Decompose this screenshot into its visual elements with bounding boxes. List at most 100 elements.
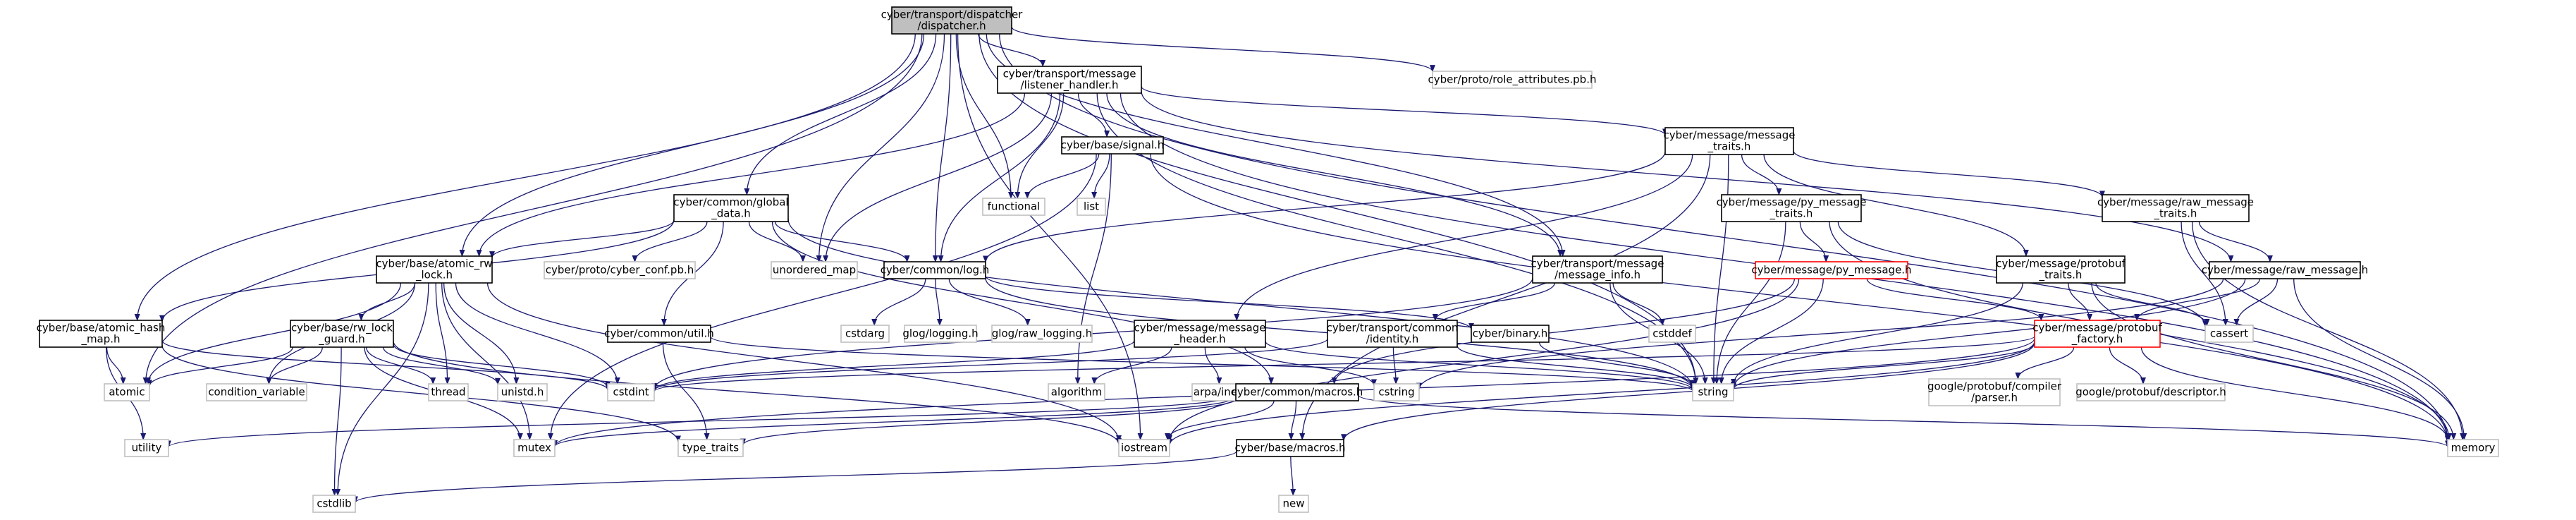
edge-raw_msg_traits-to-raw_message (2198, 221, 2273, 262)
edge-rw_lock_guard-to-iostream (393, 341, 1122, 445)
edge-dispatcher-to-unordered_map (816, 33, 945, 262)
edge-py_msg_traits-to-py_message (1799, 221, 1829, 262)
edge-listener-to-raw_message (1141, 90, 2234, 262)
node-global_data[interactable]: cyber/common/global_data.h (673, 194, 789, 222)
node-identity[interactable]: cyber/transport/common/identity.h (1327, 320, 1459, 348)
node-box-functional (982, 198, 1045, 216)
node-box-listener (997, 66, 1142, 94)
node-string: string (1692, 383, 1734, 401)
node-label-cassert-0: cassert (2210, 327, 2248, 340)
node-box-cstddef (1648, 325, 1696, 343)
edge-pb_factory-to-gp_parser (2015, 346, 2075, 380)
edge-rw_lock_guard-to-atomic (147, 346, 293, 387)
node-label-condition_variable-0: condition_variable (208, 386, 305, 399)
node-label-role_attr-0: cyber/proto/role_attributes.pb.h (1428, 73, 1597, 87)
node-signal[interactable]: cyber/base/signal.h (1061, 136, 1165, 155)
edge-pb_traits-to-string (1731, 282, 2023, 386)
node-label-raw_msg_traits-1: _traits.h (2154, 207, 2197, 221)
edge-identity-to-cstring (1392, 346, 1399, 385)
node-label-type_traits-0: type_traits (682, 442, 739, 455)
node-box-util (607, 325, 711, 343)
edge-rw_lock_guard-to-cstdlib (331, 346, 342, 496)
node-raw_message[interactable]: cyber/message/raw_message.h (2202, 261, 2368, 279)
node-type_traits: type_traits (677, 439, 744, 457)
node-pb_traits[interactable]: cyber/message/protobuf_traits.h (1996, 255, 2126, 284)
node-gp_desc: google/protobuf/descriptor.h (2075, 383, 2226, 401)
node-box-hash_map (39, 320, 163, 348)
node-macros_common[interactable]: cyber/common/macros.h (1232, 383, 1363, 401)
node-py_message[interactable]: cyber/message/py_message.h (1751, 261, 1912, 279)
edge-macros_common-to-type_traits (740, 397, 1237, 446)
node-box-cstring (1373, 383, 1420, 401)
node-label-glog-0: glog/logging.h (902, 327, 978, 340)
node-box-cstdint (607, 383, 655, 401)
edge-msg_header-to-cstdint (651, 340, 1135, 391)
node-log[interactable]: cyber/common/log.h (881, 261, 990, 279)
node-label-macros_base-0: cyber/base/macros.h (1234, 442, 1345, 454)
node-msg_header[interactable]: cyber/message/message_header.h (1134, 320, 1266, 348)
node-msg_info[interactable]: cyber/transport/message/message_info.h (1531, 255, 1664, 284)
node-rw_lock[interactable]: cyber/base/atomic_rw_lock.h (376, 255, 493, 284)
node-hash_map[interactable]: cyber/base/atomic_hash_map.h (37, 320, 166, 348)
edge-listener-to-msg_info (1106, 92, 1564, 257)
node-box-identity (1327, 320, 1458, 348)
node-box-py_msg_traits (1721, 194, 1862, 222)
edge-raw_msg_traits-to-cassert (2181, 221, 2228, 326)
node-unordered_map: unordered_map (771, 261, 858, 279)
node-raw_msg_traits[interactable]: cyber/message/raw_message_traits.h (2097, 194, 2254, 222)
edge-global_data-to-rw_lock (489, 219, 675, 259)
node-label-utility-0: utility (132, 442, 162, 454)
node-box-gp_desc (2076, 383, 2226, 401)
edge-log-to-binary (985, 275, 1474, 330)
node-label-listener-0: cyber/transport/message (1003, 68, 1136, 80)
node-dispatcher[interactable]: cyber/transport/dispatcher/dispatcher.h (881, 6, 1024, 35)
node-msg_traits[interactable]: cyber/message/message_traits.h (1664, 127, 1796, 155)
node-box-mutex (513, 439, 556, 457)
node-pb_factory[interactable]: cyber/message/protobuf_factory.h (2032, 320, 2162, 348)
node-box-list (1077, 198, 1106, 216)
node-cstdlib: cstdlib (312, 495, 356, 513)
node-label-string-0: string (1698, 386, 1728, 399)
node-role_attr: cyber/proto/role_attributes.pb.h (1428, 71, 1597, 89)
edge-msg_traits-to-log (983, 151, 1666, 263)
node-box-raw_message (2209, 261, 2361, 279)
node-box-new (1278, 495, 1309, 513)
edge-macros_base-to-new (1290, 456, 1296, 496)
node-label-algorithm-0: algorithm (1051, 386, 1102, 399)
edge-listener-to-msg_traits (1141, 86, 1668, 136)
edge-msg_header-to-arpa (1204, 346, 1222, 385)
node-list: list (1077, 198, 1106, 216)
edge-msg_header-to-string (1265, 341, 1695, 391)
node-label-msg_traits-1: _traits.h (1707, 140, 1751, 154)
edge-rw_lock_guard-to-condition_variable (266, 346, 323, 385)
edge-dispatcher-to-role_attr (1011, 26, 1435, 73)
node-util[interactable]: cyber/common/util.h (604, 325, 714, 343)
edge-log-to-glog (935, 278, 943, 326)
edges-layer (105, 26, 2467, 504)
edge-pb_factory-to-string (1731, 343, 2035, 390)
node-cstdarg: cstdarg (840, 325, 890, 343)
node-label-raw_msg_traits-0: cyber/message/raw_message (2097, 196, 2254, 210)
node-label-iostream-0: iostream (1121, 442, 1167, 454)
edge-rw_lock-to-cstdlib (335, 282, 429, 496)
node-label-msg_info-0: cyber/transport/message (1531, 258, 1664, 270)
node-macros_base[interactable]: cyber/base/macros.h (1234, 439, 1346, 457)
node-label-py_msg_traits-0: cyber/message/py_message (1717, 196, 1867, 210)
node-box-unordered_map (771, 261, 858, 279)
node-label-memory-0: memory (2451, 442, 2496, 454)
node-binary[interactable]: cyber/binary.h (1471, 325, 1550, 343)
edge-dispatcher-to-functional (955, 33, 1014, 199)
node-rw_lock_guard[interactable]: cyber/base/rw_lock_guard.h (290, 320, 394, 348)
edge-macros_common-to-macros_base (1288, 400, 1297, 440)
edge-rw_lock-to-mutex (441, 282, 533, 440)
edge-signal-to-list (1091, 153, 1110, 199)
node-box-glog_raw (991, 325, 1093, 343)
node-box-string (1692, 383, 1734, 401)
edge-util-to-string (710, 336, 1695, 392)
node-label-macros_common-0: cyber/common/macros.h (1232, 386, 1363, 399)
node-py_msg_traits[interactable]: cyber/message/py_message_traits.h (1717, 194, 1867, 222)
node-listener[interactable]: cyber/transport/message/listener_handler… (997, 66, 1142, 94)
node-box-binary (1471, 325, 1550, 343)
node-label-cstdint-0: cstdint (613, 386, 649, 399)
edge-raw_message-to-string (1731, 278, 2246, 389)
